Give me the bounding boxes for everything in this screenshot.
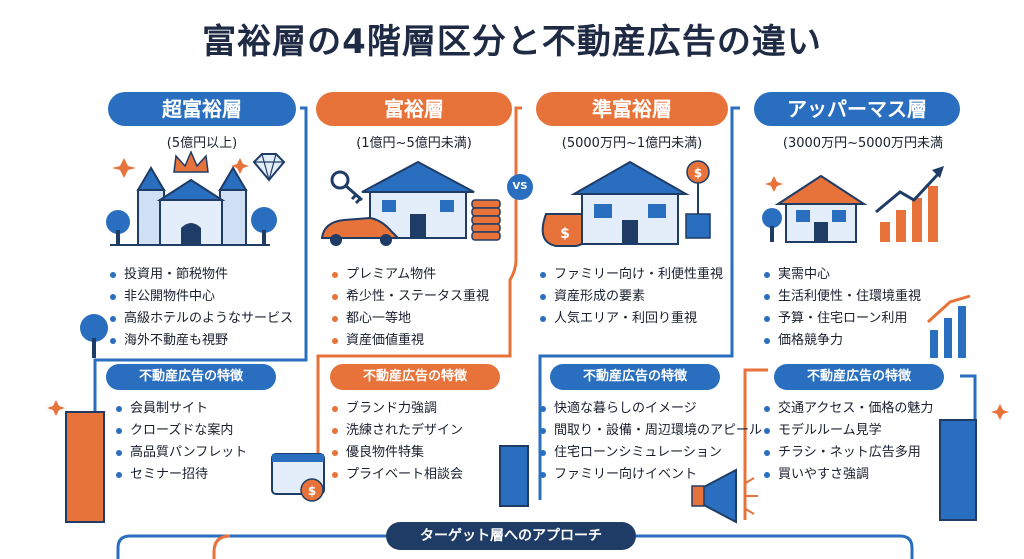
tier-ads-list: 交通アクセス・価格の魅力 モデルルーム見学 チラシ・ネット広告多用 買いやすさ強… xyxy=(764,398,933,486)
house-icon xyxy=(762,174,868,243)
list-item: ファミリー向け・利便性重視 xyxy=(540,264,723,286)
list-item: 希少性・ステータス重視 xyxy=(332,286,489,308)
svg-text:$: $ xyxy=(560,226,570,242)
list-item: ファミリー向けイベント xyxy=(540,464,762,486)
tier-name-badge: 富裕層 xyxy=(316,92,512,126)
castle-icon xyxy=(106,166,277,246)
list-item: 交通アクセス・価格の魅力 xyxy=(764,398,933,420)
tier-traits-list: プレミアム物件 希少性・ステータス重視 都心一等地 資産価値重視 xyxy=(332,264,489,352)
list-item: チラシ・ネット広告多用 xyxy=(764,442,933,464)
list-item: セミナー招待 xyxy=(116,464,247,486)
tier-name-badge: 超富裕層 xyxy=(108,92,296,126)
list-item: 快適な暮らしのイメージ xyxy=(540,398,762,420)
tier-ads-list: 快適な暮らしのイメージ 間取り・設備・周辺環境のアピール 住宅ローンシミュレーシ… xyxy=(540,398,762,486)
page-title: 富裕層の4階層区分と不動産広告の違い xyxy=(202,22,822,62)
list-item: 高級ホテルのようなサービス xyxy=(110,308,293,330)
tier-traits-list: ファミリー向け・利便性重視 資産形成の要素 人気エリア・利回り重視 xyxy=(540,264,723,330)
coin-stack-icon xyxy=(471,199,501,241)
car-icon xyxy=(320,216,401,246)
list-item: 会員制サイト xyxy=(116,398,247,420)
modern-house-icon xyxy=(570,160,690,245)
list-item: 買いやすさ強調 xyxy=(764,464,933,486)
ad-feature-badge: 不動産広告の特徴 xyxy=(106,364,276,390)
tier-range: (5億円以上) xyxy=(166,136,238,151)
list-item: 非公開物件中心 xyxy=(110,286,293,308)
list-item: 洗練されたデザイン xyxy=(332,420,463,442)
target-approach-banner: ターゲット層へのアプローチ xyxy=(386,522,636,550)
tier-ads-list: 会員制サイト クローズドな案内 高品質パンフレット セミナー招待 xyxy=(116,398,247,486)
mansion-icon xyxy=(361,160,475,239)
tier-range: (1億円~5億円未満) xyxy=(356,136,472,151)
diamond-icon xyxy=(252,153,286,183)
ad-feature-badge: 不動産広告の特徴 xyxy=(550,364,720,390)
list-item: 投資用・節税物件 xyxy=(110,264,293,286)
list-item: 価格競争力 xyxy=(764,330,921,352)
list-item: 予算・住宅ローン利用 xyxy=(764,308,921,330)
ad-feature-badge: 不動産広告の特徴 xyxy=(330,364,500,390)
list-item: 資産価値重視 xyxy=(332,330,489,352)
list-item: クローズドな案内 xyxy=(116,420,247,442)
office-building-icon xyxy=(65,411,977,523)
key-icon xyxy=(330,170,363,205)
ad-feature-badge: 不動産広告の特徴 xyxy=(774,364,944,390)
tier-name-badge: 準富裕層 xyxy=(536,92,728,126)
tier-traits-list: 実需中心 生活利便性・住環境重視 予算・住宅ローン利用 価格競争力 xyxy=(764,264,921,352)
list-item: プレミアム物件 xyxy=(332,264,489,286)
tier-range: (3000万円~5000万円未満 xyxy=(782,136,944,151)
list-item: ブランド力強調 xyxy=(332,398,463,420)
list-item: 住宅ローンシミュレーション xyxy=(540,442,762,464)
svg-text:$: $ xyxy=(308,484,316,498)
list-item: 資産形成の要素 xyxy=(540,286,723,308)
list-item: 実需中心 xyxy=(764,264,921,286)
list-item: 優良物件特集 xyxy=(332,442,463,464)
list-item: 間取り・設備・周辺環境のアピール xyxy=(540,420,762,442)
crown-icon xyxy=(173,150,209,173)
rising-chart-icon xyxy=(875,166,944,242)
list-item: 海外不動産も視野 xyxy=(110,330,293,352)
dollar-plant-icon: $ xyxy=(685,160,711,239)
list-item: 都心一等地 xyxy=(332,308,489,330)
list-item: 高品質パンフレット xyxy=(116,442,247,464)
list-item: モデルルーム見学 xyxy=(764,420,933,442)
tier-range: (5000万円~1億円未満) xyxy=(561,136,703,151)
tier-traits-list: 投資用・節税物件 非公開物件中心 高級ホテルのようなサービス 海外不動産も視野 xyxy=(110,264,293,352)
list-item: 人気エリア・利回り重視 xyxy=(540,308,723,330)
vs-badge: VS xyxy=(507,174,533,200)
web-ad-icon: $ xyxy=(271,453,325,502)
list-item: 生活利便性・住環境重視 xyxy=(764,286,921,308)
tier-ads-list: ブランド力強調 洗練されたデザイン 優良物件特集 プライベート相談会 xyxy=(332,398,463,486)
list-item: プライベート相談会 xyxy=(332,464,463,486)
tier-name-badge: アッパーマス層 xyxy=(754,92,960,126)
svg-text:$: $ xyxy=(694,166,702,180)
megaphone-icon xyxy=(691,468,758,524)
